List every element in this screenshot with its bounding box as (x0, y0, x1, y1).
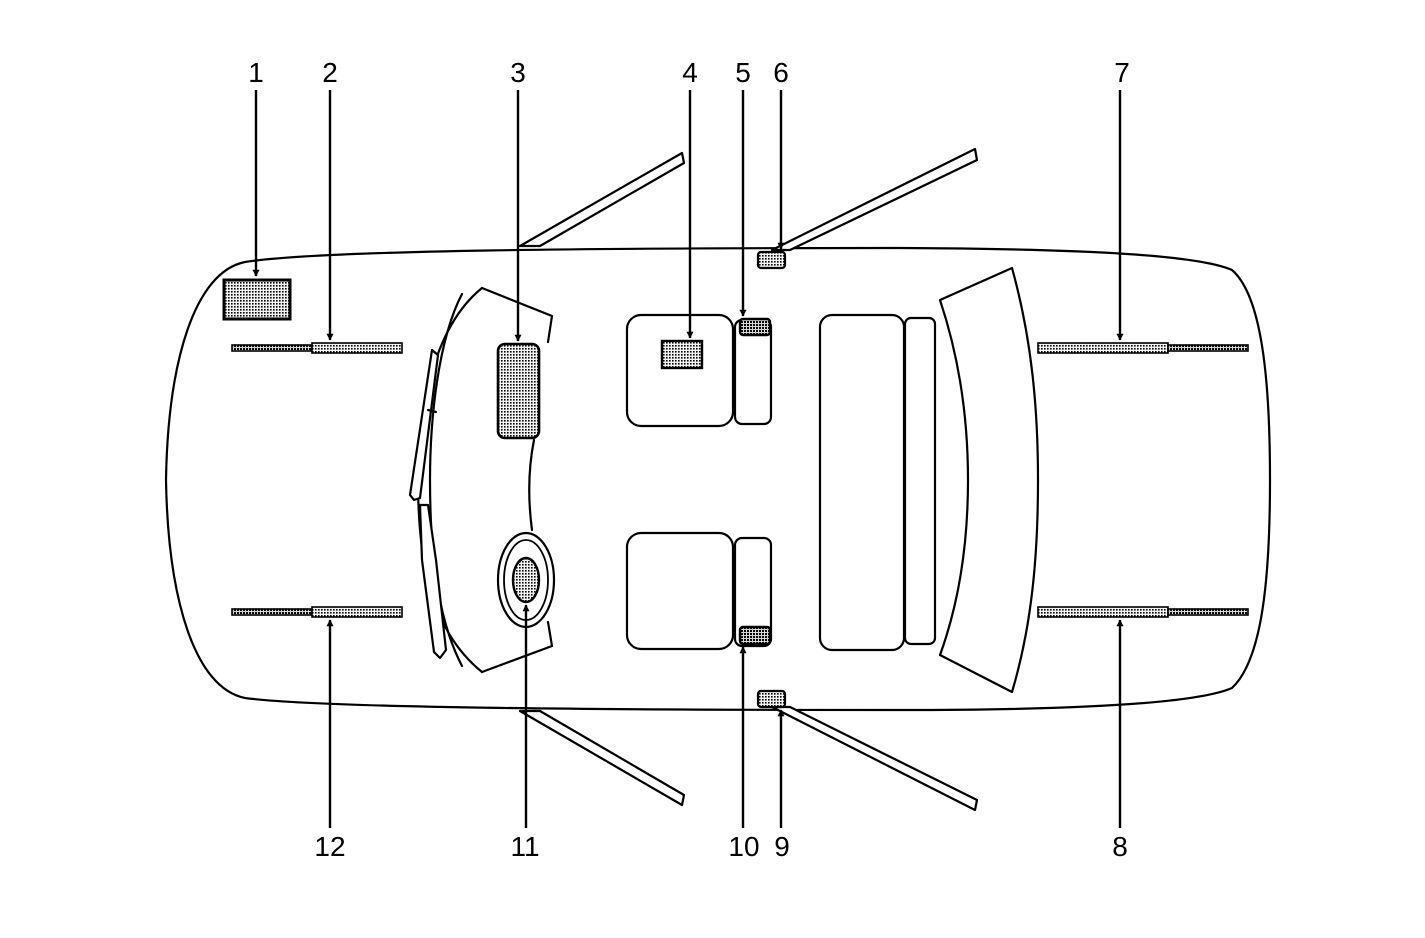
vehicle-body-outline (164, 246, 1272, 712)
component-3-passenger-airbag (496, 342, 541, 440)
windshield (416, 286, 484, 674)
rear-left-door (770, 147, 979, 252)
right-wiper (418, 503, 448, 660)
component-7-rear-left-sensor (1037, 342, 1249, 354)
component-9-right-side-sensor (756, 689, 787, 709)
rear-seat (818, 313, 937, 652)
callout-5: 5 (735, 57, 751, 88)
callout-9: 9 (774, 831, 790, 862)
component-4-seat-sensor (660, 339, 704, 370)
callout-6: 6 (773, 57, 789, 88)
front-right-door (518, 709, 686, 807)
component-6-left-side-sensor (756, 250, 787, 270)
rear-right-door (770, 705, 979, 812)
callout-8: 8 (1112, 831, 1128, 862)
front-right-seat (625, 531, 773, 651)
instrument-panel (480, 286, 554, 674)
windshield-inner (428, 292, 464, 668)
callout-12: 12 (314, 831, 345, 862)
component-8-rear-right-sensor (1037, 606, 1249, 618)
front-left-door (518, 151, 686, 248)
component-2-front-left-sensor (231, 342, 403, 354)
component-1-module (222, 278, 292, 321)
component-10-seat-belt-buckle (738, 625, 772, 646)
component-11-steering-wheel-airbag (496, 531, 556, 629)
rear-window (938, 266, 1040, 694)
front-left-seat (625, 313, 773, 428)
callout-4: 4 (682, 57, 698, 88)
callout-11: 11 (510, 831, 539, 862)
callout-10: 10 (728, 831, 759, 862)
callout-2: 2 (322, 57, 338, 88)
callout-1: 1 (248, 57, 264, 88)
component-12-front-right-sensor (231, 606, 403, 618)
component-5-seat-belt-buckle (738, 317, 772, 337)
callout-7: 7 (1114, 57, 1130, 88)
left-wiper (408, 348, 440, 502)
callout-3: 3 (510, 57, 526, 88)
